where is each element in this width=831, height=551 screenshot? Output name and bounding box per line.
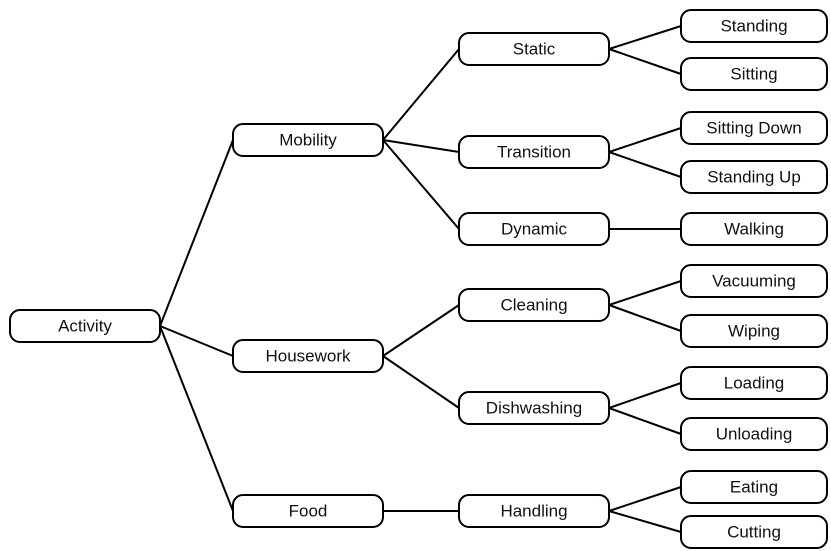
node-box xyxy=(680,470,828,504)
node-box xyxy=(680,212,828,246)
edge-transition-to-standing-up xyxy=(608,151,682,178)
node-label: Standing Up xyxy=(707,168,801,187)
node-unloading: Unloading xyxy=(680,417,828,451)
node-label: Activity xyxy=(58,317,112,336)
node-eating: Eating xyxy=(680,470,828,504)
edge-mobility-to-dynamic xyxy=(382,139,460,230)
node-box xyxy=(458,135,610,169)
node-vacuuming: Vacuuming xyxy=(680,264,828,298)
node-dynamic: Dynamic xyxy=(458,212,610,246)
node-sitting-down: Sitting Down xyxy=(680,111,828,145)
node-box xyxy=(680,515,828,549)
edge-activity-to-food xyxy=(159,325,234,512)
node-static: Static xyxy=(458,32,610,66)
edge-mobility-to-transition xyxy=(382,139,460,153)
edge-housework-to-cleaning xyxy=(382,304,460,357)
node-box xyxy=(680,9,828,43)
node-handling: Handling xyxy=(458,494,610,528)
node-standing: Standing xyxy=(680,9,828,43)
node-box xyxy=(680,264,828,298)
node-food: Food xyxy=(232,494,384,528)
node-box xyxy=(9,309,161,343)
edge-dishwashing-to-loading xyxy=(608,382,682,409)
node-activity: Activity xyxy=(9,309,161,343)
node-label: Mobility xyxy=(279,131,337,150)
node-label: Wiping xyxy=(728,322,780,341)
node-label: Food xyxy=(289,502,328,521)
node-label: Unloading xyxy=(716,425,793,444)
node-housework: Housework xyxy=(232,339,384,373)
node-label: Sitting xyxy=(730,65,777,84)
node-box xyxy=(232,494,384,528)
node-label: Housework xyxy=(265,347,351,366)
edge-handling-to-eating xyxy=(608,486,682,512)
node-label: Dynamic xyxy=(501,220,568,239)
node-box xyxy=(680,111,828,145)
edge-static-to-standing xyxy=(608,25,682,50)
node-box xyxy=(680,160,828,194)
edge-cleaning-to-wiping xyxy=(608,304,682,332)
node-label: Walking xyxy=(724,220,784,239)
node-label: Cutting xyxy=(727,523,781,542)
node-box xyxy=(680,366,828,400)
node-label: Handling xyxy=(500,502,567,521)
node-box xyxy=(458,212,610,246)
node-box xyxy=(458,32,610,66)
edge-activity-to-housework xyxy=(159,325,234,357)
node-label: Sitting Down xyxy=(706,119,801,138)
edge-transition-to-sitting-down xyxy=(608,127,682,153)
node-cutting: Cutting xyxy=(680,515,828,549)
edge-activity-to-mobility xyxy=(159,139,234,327)
node-label: Cleaning xyxy=(500,296,567,315)
node-box xyxy=(458,288,610,322)
node-sitting: Sitting xyxy=(680,57,828,91)
edge-dishwashing-to-unloading xyxy=(608,407,682,435)
node-label: Dishwashing xyxy=(486,399,582,418)
tree-edges xyxy=(159,25,682,533)
node-box xyxy=(680,314,828,348)
node-transition: Transition xyxy=(458,135,610,169)
node-wiping: Wiping xyxy=(680,314,828,348)
node-label: Transition xyxy=(497,143,571,162)
node-box xyxy=(680,57,828,91)
node-cleaning: Cleaning xyxy=(458,288,610,322)
node-box xyxy=(458,494,610,528)
node-label: Standing xyxy=(720,17,787,36)
edge-handling-to-cutting xyxy=(608,510,682,533)
node-box xyxy=(232,339,384,373)
node-box xyxy=(680,417,828,451)
node-label: Static xyxy=(513,40,556,59)
node-label: Eating xyxy=(730,478,778,497)
node-walking: Walking xyxy=(680,212,828,246)
node-box xyxy=(232,123,384,157)
edge-cleaning-to-vacuuming xyxy=(608,280,682,306)
node-loading: Loading xyxy=(680,366,828,400)
edge-housework-to-dishwashing xyxy=(382,355,460,409)
edge-mobility-to-static xyxy=(382,48,460,141)
edge-static-to-sitting xyxy=(608,48,682,75)
node-label: Loading xyxy=(724,374,785,393)
node-dishwashing: Dishwashing xyxy=(458,391,610,425)
node-label: Vacuuming xyxy=(712,272,796,291)
node-mobility: Mobility xyxy=(232,123,384,157)
node-box xyxy=(458,391,610,425)
node-standing-up: Standing Up xyxy=(680,160,828,194)
